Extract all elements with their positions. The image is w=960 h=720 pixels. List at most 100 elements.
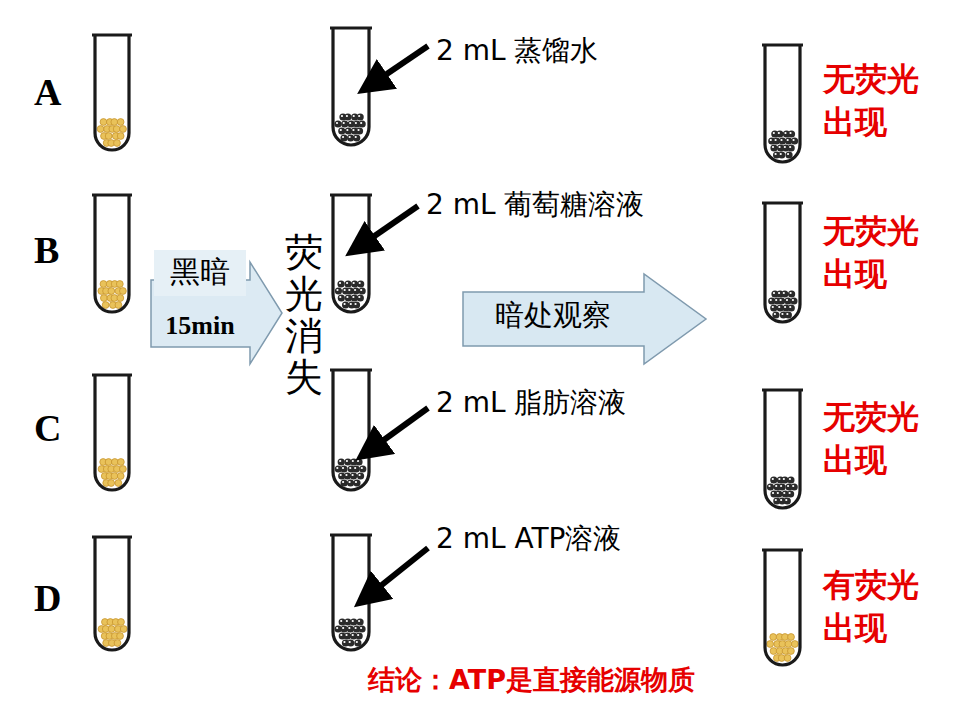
dark-powder xyxy=(338,294,345,301)
firefly-powder xyxy=(117,459,124,466)
dark-powder xyxy=(770,144,777,151)
firefly-powder xyxy=(113,126,120,133)
firefly-powder xyxy=(788,648,795,655)
test-tube xyxy=(330,535,372,650)
test-tube xyxy=(92,35,132,150)
powder-highlight xyxy=(354,289,356,291)
powder-highlight xyxy=(772,492,774,494)
row-letter: B xyxy=(34,228,74,274)
powder-highlight xyxy=(358,620,360,622)
conclusion: 结论：ATP是直接能源物质 xyxy=(368,664,848,696)
dark-powder xyxy=(787,476,794,483)
dark-powder xyxy=(791,137,798,144)
dark-powder xyxy=(347,625,354,632)
powder-highlight xyxy=(349,136,351,138)
test-tube xyxy=(762,550,803,665)
powder-highlight xyxy=(772,478,774,480)
firefly-powder xyxy=(102,302,109,309)
powder-highlight xyxy=(336,627,338,629)
firefly-powder xyxy=(770,634,777,641)
dark-powder xyxy=(778,151,785,158)
powder-highlight xyxy=(784,146,786,148)
dark-powder xyxy=(350,472,357,479)
test-tube xyxy=(330,195,372,312)
test-tubes xyxy=(92,28,803,665)
powder-highlight xyxy=(778,292,780,294)
block-arrow: 15min黑暗 xyxy=(150,250,284,372)
box-fill xyxy=(154,250,246,296)
powder-highlight xyxy=(786,313,788,315)
leader-arrow xyxy=(368,548,428,596)
dark-powder xyxy=(357,113,364,120)
dark-powder xyxy=(788,290,795,297)
tube-lip xyxy=(762,389,803,392)
firefly-powder xyxy=(111,473,118,480)
powder-highlight xyxy=(787,485,789,487)
powder-highlight xyxy=(336,467,338,469)
powder-highlight xyxy=(774,153,776,155)
powder-highlight xyxy=(340,634,342,636)
powder-highlight xyxy=(344,289,346,291)
dark-powder xyxy=(359,465,366,472)
dark-powder xyxy=(357,294,364,301)
row-letter: C xyxy=(34,406,74,452)
node-text: 15min xyxy=(150,310,250,341)
test-tube xyxy=(92,537,132,650)
powder-highlight xyxy=(775,485,777,487)
vertical-note: 荧光消失 xyxy=(285,232,323,399)
dark-powder xyxy=(788,144,795,151)
leader-arrows xyxy=(360,46,428,596)
powder-highlight xyxy=(772,146,774,148)
firefly-powder xyxy=(788,634,795,641)
dark-powder xyxy=(342,301,349,308)
dark-powder xyxy=(775,490,782,497)
dark-powder xyxy=(767,483,774,490)
powder-highlight xyxy=(789,306,791,308)
dark-powder xyxy=(341,120,348,127)
powder-highlight xyxy=(784,306,786,308)
leader-arrow xyxy=(372,46,428,84)
powder-highlight xyxy=(780,139,782,141)
firefly-powder xyxy=(105,133,112,140)
powder-highlight xyxy=(778,306,780,308)
powder-highlight xyxy=(346,282,348,284)
tube-outline xyxy=(765,550,800,665)
powder-highlight xyxy=(342,467,344,469)
powder-highlight xyxy=(348,481,350,483)
powder-highlight xyxy=(778,132,780,134)
tube-lip xyxy=(330,369,372,372)
powder-highlight xyxy=(352,460,354,462)
firefly-powder xyxy=(114,140,121,147)
tube-outline xyxy=(333,370,369,490)
powder-highlight xyxy=(358,474,360,476)
test-tube xyxy=(762,45,803,162)
dark-powder xyxy=(353,134,360,141)
tube-outline xyxy=(95,537,129,650)
dark-powder xyxy=(355,458,362,465)
firefly-powder xyxy=(784,655,791,662)
firefly-powder xyxy=(108,288,115,295)
powder-highlight xyxy=(780,299,782,301)
powder-highlight xyxy=(774,139,776,141)
test-tube xyxy=(92,375,132,490)
powder-highlight xyxy=(349,641,351,643)
powder-highlight xyxy=(353,115,355,117)
powder-highlight xyxy=(358,296,360,298)
powder-highlight xyxy=(360,122,362,124)
powder-highlight xyxy=(340,620,342,622)
powder-highlight xyxy=(783,292,785,294)
result-label: 无荧光 出现 xyxy=(823,396,929,482)
powder-highlight xyxy=(359,282,361,284)
test-tube xyxy=(762,390,803,508)
leader-arrow xyxy=(370,408,428,450)
dark-powder xyxy=(785,151,792,158)
dark-powder xyxy=(335,287,342,294)
row-letter: D xyxy=(34,576,74,622)
dark-powder xyxy=(337,280,344,287)
dark-powder xyxy=(779,137,786,144)
dark-powder xyxy=(334,120,341,127)
powder-highlight xyxy=(354,467,356,469)
dark-powder xyxy=(347,479,354,486)
powder-highlight xyxy=(356,641,358,643)
